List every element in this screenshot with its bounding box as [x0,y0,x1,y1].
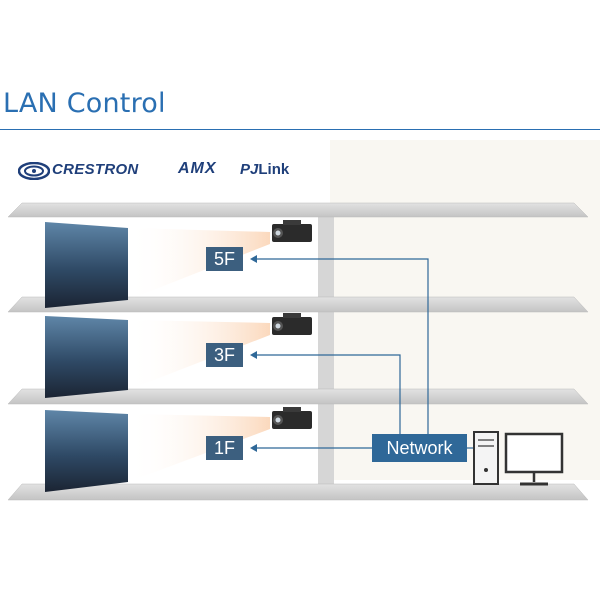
projector-5f [272,220,312,242]
network-connectors [256,258,474,449]
projector-3f [272,313,312,335]
projector-1f [272,407,312,429]
projection-beam-5f [128,228,270,300]
page-title: LAN Control [3,88,166,119]
pjlink-logo-link: Link [258,161,290,178]
monitor-icon [504,432,564,486]
connector-5f [256,258,429,434]
floor-label-3f: 3F [206,343,243,367]
arrowhead-1f [250,444,257,452]
projection-screen-3f [45,316,128,398]
floor-3f-scene [45,313,312,398]
floor-1f-scene [45,407,312,492]
crestron-swirl-icon [18,162,50,180]
floor-slab-1f [7,483,589,501]
pc-tower-icon [473,431,499,485]
pjlink-logo-pj: PJ [240,161,259,178]
projection-beam-3f [128,320,270,390]
floor-slab-top [7,202,589,218]
projection-screen-1f [45,410,128,492]
floor-slab-5f [7,296,589,313]
floor-label-5f: 5F [206,247,243,271]
projection-beam-1f [128,414,270,482]
connector-3f [256,354,401,434]
crestron-logo: CRESTRON [52,161,139,178]
floor-5f-scene [45,220,312,308]
arrowhead-3f [250,351,257,359]
floor-label-1f: 1F [206,436,243,460]
projection-screen-5f [45,222,128,308]
amx-logo: AMX [178,160,217,177]
connector-arrowheads [250,255,257,452]
network-label: Network [372,434,467,462]
title-divider [0,129,600,130]
brand-logos: CRESTRON AMX PJLink [18,160,289,184]
pjlink-logo: PJLink [240,161,289,178]
arrowhead-5f [250,255,257,263]
floor-slab-3f [7,388,589,405]
